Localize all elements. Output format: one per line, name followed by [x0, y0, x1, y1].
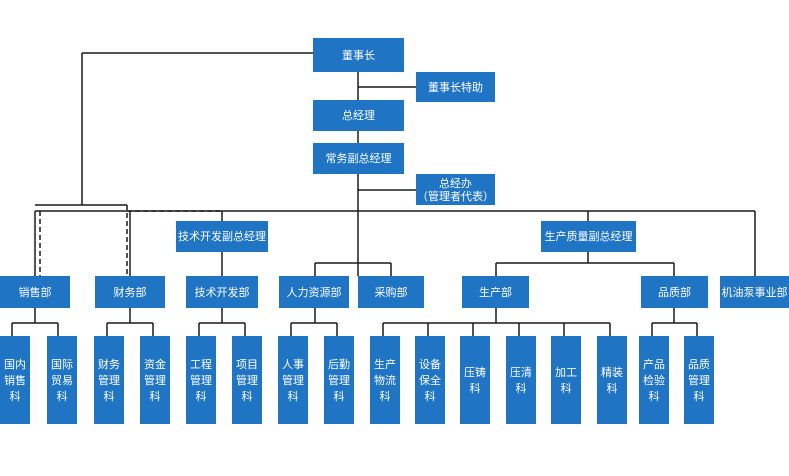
sec-inspection-box: 产品检验科 [639, 336, 669, 424]
executive-vp-box: 常务副总经理 [313, 143, 404, 174]
sec-personnel-box: 人事管理科 [278, 336, 308, 424]
sec-production-logistics-box: 生产物流科 [370, 336, 400, 424]
sec-finishing-box: 精装科 [597, 336, 627, 424]
dept-quality-box: 品质部 [641, 276, 708, 308]
sec-finance-mgmt-box: 财务管理科 [94, 336, 124, 424]
dept-production-box: 生产部 [462, 276, 529, 308]
sec-intl-trade-box: 国际贸易科 [47, 336, 77, 424]
sec-fund-mgmt-box: 资金管理科 [140, 336, 170, 424]
sec-die-casting-box: 压铸科 [460, 336, 490, 424]
sec-engineering-box: 工程管理科 [186, 336, 216, 424]
general-manager-box: 总经理 [313, 100, 404, 131]
gm-office-box: 总经办 （管理者代表） [416, 174, 495, 205]
dept-finance-box: 财务部 [95, 276, 165, 308]
sec-machining-box: 加工科 [551, 336, 581, 424]
dept-sales-box: 销售部 [0, 276, 70, 308]
quality-vp-box: 生产质量副总经理 [541, 221, 636, 252]
tech-vp-box: 技术开发副总经理 [176, 221, 268, 252]
sec-logistics-box: 后勤管理科 [324, 336, 354, 424]
sec-project-box: 项目管理科 [232, 336, 262, 424]
dept-hr-box: 人力资源部 [279, 276, 349, 308]
dept-tech-box: 技术开发部 [186, 276, 258, 308]
sec-cleaning-box: 压清科 [506, 336, 536, 424]
dept-purchase-box: 采购部 [358, 276, 424, 308]
sec-equipment-box: 设备保全科 [415, 336, 445, 424]
dept-pump-box: 机油泵事业部 [720, 276, 789, 308]
board-chairman-box: 董事长 [313, 38, 404, 72]
sec-quality-mgmt-box: 品质管理科 [684, 336, 714, 424]
chairman-assistant-box: 董事长特助 [416, 72, 495, 102]
sec-domestic-sales-box: 国内销售科 [0, 336, 30, 424]
